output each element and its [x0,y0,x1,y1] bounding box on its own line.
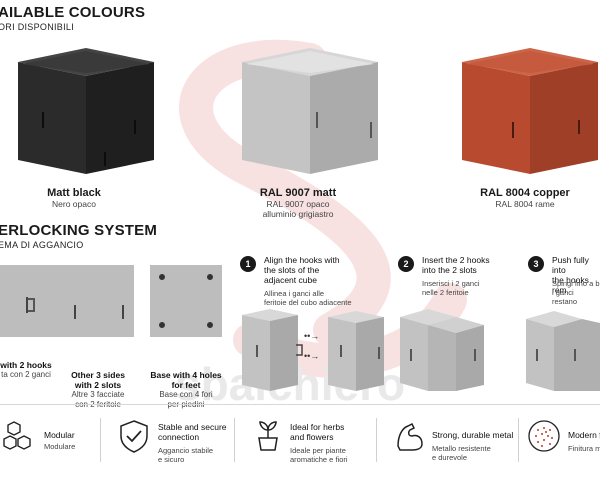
features-separator [100,418,101,462]
cubes-icon [3,421,31,450]
colours-subtitle: ORI DISPONIBILI [0,22,75,32]
feature-stable-sub: Aggancio stabile e sicuro [158,446,214,464]
feature-modular-title: Modular [44,430,75,440]
feature-herbs-title: Ideal for herbs and flowers [290,422,345,442]
texture-circle-icon [528,420,560,452]
feature-modular-sub: Modulare [44,442,76,451]
svg-text:••→: ••→ [304,331,319,341]
svg-text:••→: ••→ [304,351,319,361]
feature-stable-title: Stable and secure connection [158,422,227,442]
step-2-badge: 2 [398,256,414,272]
colour-caption-ral8004: RAL 8004 copper RAL 8004 rame [480,187,570,209]
step-1-badge: 1 [240,256,256,272]
plant-pot-icon [258,421,278,451]
strong-arm-icon [397,422,423,451]
step-3-badge: 3 [528,256,544,272]
step-2-sub: Inserisci i 2 ganci nelle 2 feritoie [422,279,480,297]
features-separator [234,418,235,462]
feature-metal-sub: Metallo resistente e durevole [432,444,491,462]
features-separator [376,418,377,462]
step-3-sub: Spingi fino a b i ganci restano [552,279,600,306]
step-illustrations: ••→ ••→ [242,309,600,391]
step-2-title: Insert the 2 hooks into the 2 slots [422,255,490,275]
features-separator [518,418,519,462]
colour-caption-black: Matt black Nero opaco [47,187,101,209]
feature-modern-sub: Finitura m [568,444,600,453]
cube-ral-9007 [242,48,378,174]
cube-matt-black [18,48,154,174]
feature-metal-title: Strong, durable metal [432,430,514,440]
step-3-title: Push fully into the hooks rem [552,255,589,295]
colours-title: AILABLE COLOURS [0,4,146,21]
step-1-sub: Allinea i ganci alle feritoie del cubo a… [264,289,352,307]
shield-check-icon [120,420,148,453]
colour-caption-ral9007: RAL 9007 matt RAL 9007 opaco alluminio g… [259,187,337,219]
panel-slots [62,265,134,337]
panel-base [150,265,222,337]
interlock-title: ERLOCKING SYSTEM [0,222,158,239]
interlock-subtitle: EMA DI AGGANCIO [0,240,84,250]
cube-ral-8004 [462,48,598,174]
features-divider [0,404,600,405]
feature-herbs-sub: Ideale per piante aromatiche e fiori [290,446,348,464]
step-1-title: Align the hooks with the slots of the ad… [264,255,340,285]
feature-modern-title: Modern f [568,430,600,440]
panel-hooks [0,265,64,337]
